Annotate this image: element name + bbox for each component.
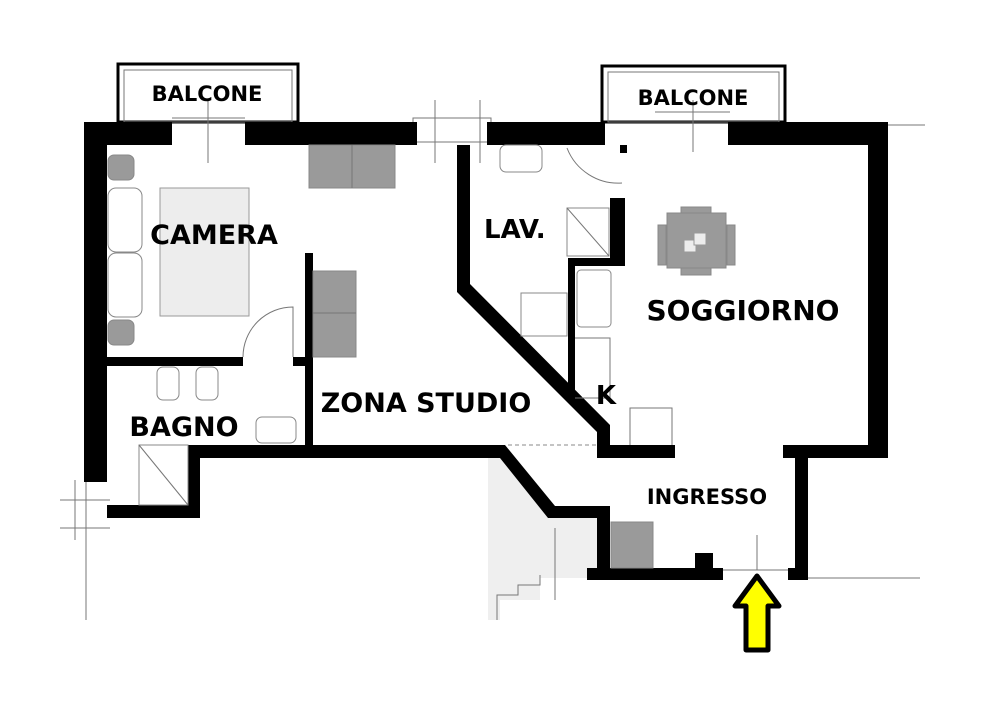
doors	[242, 147, 673, 445]
exterior-stairs	[488, 458, 597, 620]
wardrobes	[308, 144, 396, 358]
room-label-balcone-left: BALCONE	[152, 82, 263, 106]
room-label-balcone-right: BALCONE	[638, 86, 749, 110]
walls	[84, 122, 888, 580]
room-label-cucina: K	[596, 381, 617, 411]
dining-table	[657, 206, 736, 276]
room-label-soggiorno: SOGGIORNO	[647, 294, 840, 327]
bed	[107, 154, 250, 346]
bathroom-fixtures	[138, 144, 612, 506]
room-label-bagno: BAGNO	[129, 412, 238, 443]
windows	[60, 100, 925, 620]
room-label-zona-studio: ZONA STUDIO	[321, 388, 532, 419]
room-label-camera: CAMERA	[150, 220, 278, 251]
arrow-up-icon	[732, 573, 782, 653]
room-label-lavanderia: LAV.	[484, 215, 546, 245]
room-label-ingresso: INGRESSO	[647, 485, 767, 509]
entrance-cabinet	[610, 521, 654, 569]
